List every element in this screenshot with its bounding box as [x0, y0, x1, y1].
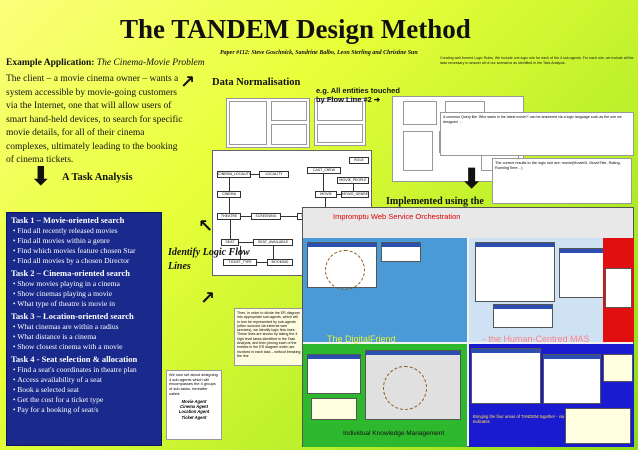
er-entity: TICKET_TYPE — [223, 259, 257, 266]
task-4-item: Find a seat's coordinates in theatre pla… — [7, 365, 161, 375]
er-entity: MOVIE — [315, 191, 337, 198]
er-entity: BOOKING — [267, 259, 293, 266]
example-app-name: The Cinema-Movie Problem — [96, 58, 205, 68]
mini-window — [565, 408, 631, 444]
results-note: The correct results to the logic rule ar… — [492, 158, 632, 204]
mini-window — [381, 242, 421, 262]
er-entity: MOVIE_PEOPLE — [337, 177, 369, 184]
mini-window — [543, 354, 601, 404]
schema-tables-panel — [226, 98, 310, 148]
task-3-title: Task 3 – Location-oriented search — [11, 311, 134, 321]
example-description: The client – a movie cinema owner – want… — [6, 74, 183, 165]
curved-arrow-icon: ↗ — [180, 72, 196, 93]
example-heading: Example Application: The Cinema-Movie Pr… — [6, 58, 205, 68]
task-3-item: What cinemas are within a radius — [7, 322, 161, 332]
task-3-item: What distance is a cinema — [7, 332, 161, 342]
entities-touched-label: e.g. All entities touched by Flow Line #… — [316, 86, 400, 104]
er-entity: CAST_CREW — [307, 167, 341, 174]
task-4-item: Book a selected seat — [7, 385, 161, 395]
task-3-item: Show closest cinema with a movie — [7, 342, 161, 352]
task-1-item: Find all movies within a genre — [7, 236, 161, 246]
down-arrow-icon: ⬇ — [30, 162, 52, 192]
down-arrow-icon: ⬇ — [460, 162, 484, 195]
network-graph — [325, 250, 365, 290]
poster-authors: Paper #112: Steve Goschnick, Sandrine Ba… — [220, 50, 418, 56]
er-entity: SCREENING — [251, 213, 281, 220]
agent-name: Ticket Agent — [181, 414, 207, 420]
data-normalisation-heading: Data Normalisation — [212, 77, 301, 88]
er-entity: ROLE — [349, 157, 369, 164]
curved-arrow-icon: ↖ — [198, 216, 214, 237]
task-4-item: Get the cost for a ticket type — [7, 395, 161, 405]
task-2-item: Show cinemas playing a movie — [7, 289, 161, 299]
divide-note: Then, in order to divide the ER diagram … — [234, 308, 304, 366]
task-1-title: Task 1 – Movie-oriented search — [11, 215, 125, 225]
mas-screenshot: Impromptu Web Service Orchestration The … — [302, 207, 634, 447]
agent-name: Cinema Agent — [180, 403, 208, 409]
mini-window — [311, 398, 357, 420]
mini-window — [605, 268, 632, 308]
sql-note-text: A common Query like 'Who starts in the l… — [443, 115, 622, 124]
bringing-together-text: Bringing the four areas of TANDEM togeth… — [473, 414, 565, 424]
task-1-item: Find all recently released movies — [7, 226, 161, 236]
network-graph — [383, 366, 427, 410]
digitalfriend-title: The DigitalFriend — [327, 334, 396, 344]
task-2-item: What type of theatre is movie in — [7, 299, 161, 309]
mini-window — [603, 354, 633, 382]
er-entity: LOCALITY — [259, 171, 289, 178]
mini-window — [475, 242, 555, 302]
orchestration-title: Impromptu Web Service Orchestration — [333, 212, 461, 221]
task-4-item: Access availability of a seat — [7, 375, 161, 385]
task-analysis-panel: Task 1 – Movie-oriented search Find all … — [6, 212, 162, 446]
er-entity: SEAT_AVAILABLE — [253, 239, 293, 246]
sql-note: A common Query like 'Who starts in the l… — [440, 112, 634, 156]
logic-flow-heading: Identify Logic Flow Lines — [168, 247, 250, 272]
example-label: Example Application: — [6, 58, 95, 68]
logic-rules-text: Creating well-formed Logic Rules. We inc… — [440, 56, 634, 65]
er-entity: MOVIE_GENRE — [341, 191, 369, 198]
ikm-title: Individual Knowledge Management — [343, 430, 445, 437]
task-4-title: Task 4 - Seat selection & allocation — [11, 354, 138, 364]
er-entity: CINEMA_LOCALITY — [217, 171, 252, 178]
er-entity: SEAT — [221, 239, 239, 246]
human-centred-title: - the Human-Centred MAS — [483, 334, 590, 344]
agent-name: Location Agent — [178, 409, 210, 415]
mini-window — [307, 354, 361, 394]
results-note-text: The correct results to the logic rule ar… — [495, 161, 621, 170]
curved-arrow-icon: ↗ — [200, 288, 216, 309]
mini-window — [493, 304, 553, 328]
designing-note: We now set about designing 4 sub-agents … — [166, 370, 222, 440]
divide-note-text: Then, in order to divide the ER diagram … — [237, 311, 301, 358]
task-2-title: Task 2 – Cinema-oriented search — [11, 268, 130, 278]
task-2-item: Show movies playing in a cinema — [7, 279, 161, 289]
agent-name: Movie Agent — [181, 398, 207, 404]
task-1-item: Find which movies feature chosen Star — [7, 246, 161, 256]
schema-tables-panel-2 — [314, 98, 366, 146]
task-4-item: Pay for a booking of seat/s — [7, 405, 161, 415]
er-entity: THEATRE — [217, 213, 241, 220]
task-analysis-heading: A Task Analysis — [62, 172, 133, 183]
poster-title: The TANDEM Design Method — [120, 14, 471, 44]
task-1-item: Find all movies by a chosen Director — [7, 256, 161, 266]
designing-note-text: We now set about designing 4 sub-agents … — [169, 372, 218, 396]
er-entity: CINEMA — [217, 191, 241, 198]
mini-window — [471, 348, 541, 404]
